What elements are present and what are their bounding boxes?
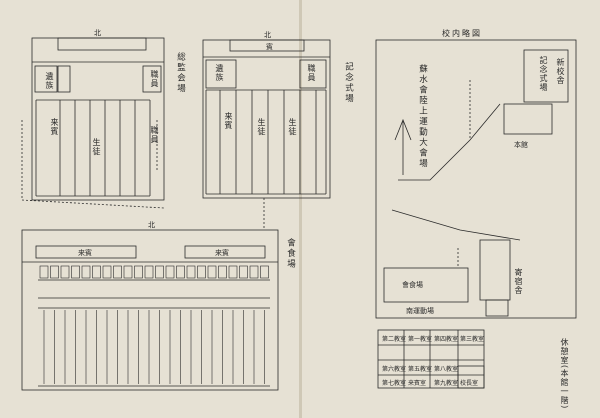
plan-b-caption: 記念式場 (343, 62, 354, 104)
campus-dining-label: 會食場 (402, 281, 423, 289)
plan-b-guest-label: 来賓 (224, 112, 233, 130)
room-7: 第八教室 (434, 366, 459, 373)
seat-columns (39, 265, 269, 384)
campus-meet-label: 蘇水會陸上運動大會場 (417, 64, 428, 169)
plan-a-guest-label: 来賓 (50, 118, 59, 136)
plan-a-north-label: 北 (94, 29, 101, 37)
plan-c-guest-1: 来賓 (78, 249, 92, 257)
seat-cell (249, 265, 259, 279)
plan-a-students-label: 生徒 (92, 138, 101, 156)
campus-main-label: 本館 (514, 141, 528, 149)
plan-b-outline (202, 39, 331, 228)
room-1: 第二教室 (382, 336, 407, 343)
room-9: 来賓室 (408, 380, 427, 387)
plan-b-students-label: 生徒 (257, 118, 266, 136)
seat-cell (39, 265, 49, 279)
room-2: 第一教室 (408, 336, 433, 343)
room-5: 第六教室 (382, 366, 407, 373)
plan-a-left-room: 遺族 (45, 72, 54, 90)
plan-a-staff-label: 職員 (150, 70, 159, 88)
plan-c-north-label: 北 (148, 221, 155, 229)
seat-cell (144, 265, 154, 279)
campus-stand-label: 記念式場 (539, 56, 548, 92)
rooms-caption: 休憩室(本館一階) (560, 338, 569, 410)
fold-line (299, 0, 302, 418)
plan-c-outline (21, 229, 279, 391)
campus-map-outline (375, 39, 577, 389)
seat-cell (102, 265, 112, 279)
seat-cell (60, 265, 70, 279)
plan-a-caption: 総監会場 (175, 52, 186, 94)
seat-cell (260, 265, 269, 279)
room-4: 第三教室 (460, 336, 485, 343)
seat-cell (50, 265, 59, 279)
plan-b-students-label-2: 生徒 (288, 118, 297, 136)
plan-c-guest-2: 来賓 (215, 249, 229, 257)
room-8: 第七教室 (382, 380, 407, 387)
plan-b-guest-top: 賓 (266, 43, 273, 51)
seat-cell (197, 265, 206, 279)
seat-cell (81, 265, 91, 279)
plan-a-staff-side: 職員 (150, 126, 159, 144)
campus-dorm-label: 寄宿舎 (514, 268, 523, 295)
seat-cell (92, 265, 101, 279)
seat-cell (123, 265, 133, 279)
room-3: 第四教室 (434, 336, 459, 343)
seat-cell (165, 265, 175, 279)
campus-side-label: 新校舎 (556, 58, 565, 85)
seat-cell (228, 265, 238, 279)
seat-cell (71, 265, 80, 279)
seat-cell (176, 265, 185, 279)
seat-cell (186, 265, 196, 279)
room-6: 第五教室 (408, 366, 433, 373)
seat-cell (239, 265, 248, 279)
seat-cell (155, 265, 164, 279)
room-10: 第九教室 (434, 380, 459, 387)
seat-cell (207, 265, 217, 279)
plan-b-staff-label: 職員 (307, 64, 316, 82)
campus-title: 校内略図 (442, 29, 482, 38)
room-11: 校長室 (460, 380, 479, 387)
seat-cell (218, 265, 227, 279)
plan-b-family-label: 遺族 (215, 64, 224, 82)
campus-ground-label: 南運動場 (406, 307, 434, 315)
plan-a-outline (21, 37, 165, 209)
plan-b-north-label: 北 (264, 31, 271, 39)
seat-cell (134, 265, 143, 279)
plan-c-caption: 會食場 (285, 238, 296, 270)
seat-cell (113, 265, 122, 279)
